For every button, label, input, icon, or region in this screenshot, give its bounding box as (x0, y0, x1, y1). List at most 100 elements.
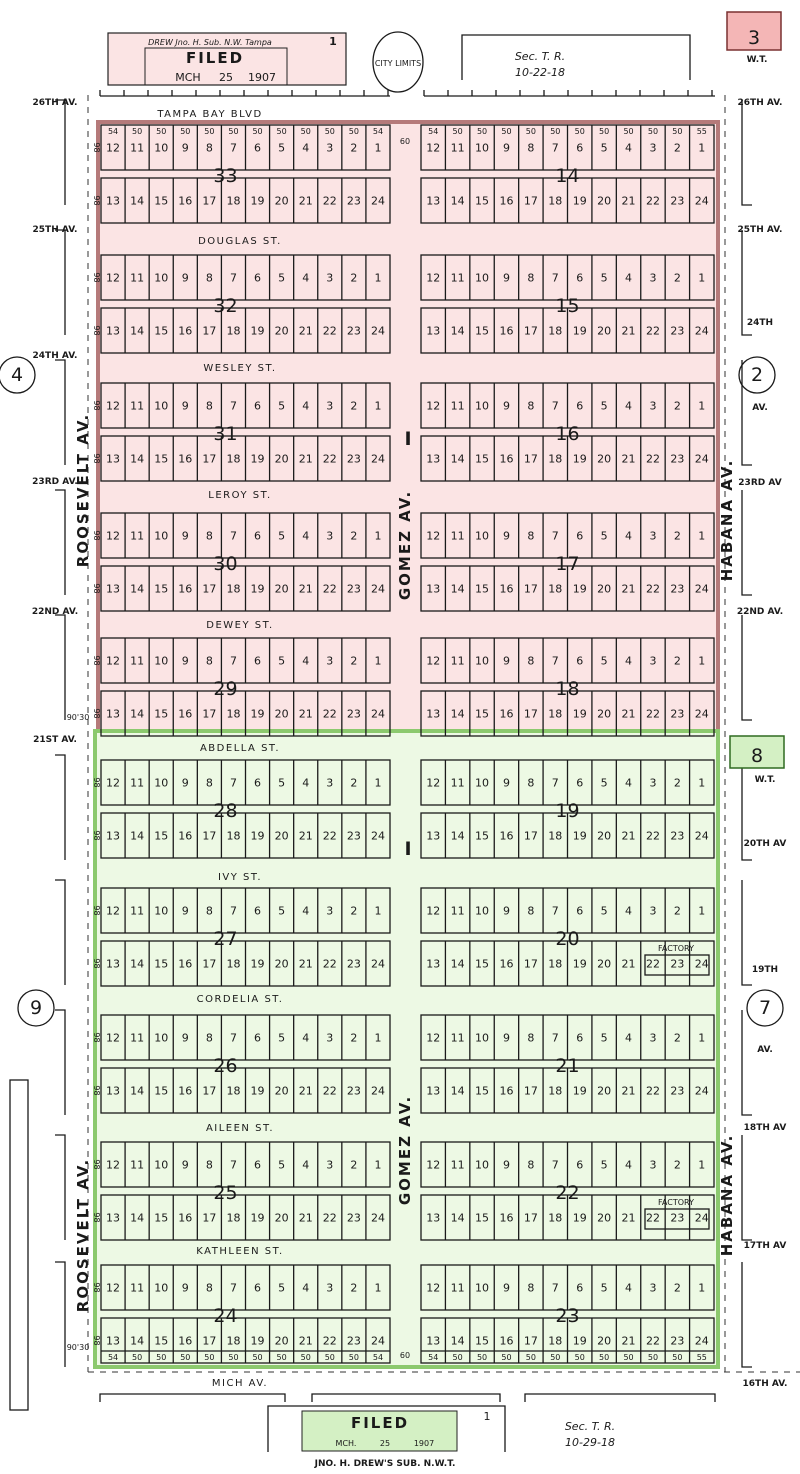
lot-number: 19 (251, 958, 265, 971)
factory-outline (644, 954, 710, 976)
side-lot-outline (741, 490, 752, 596)
frontage-width: 50 (252, 127, 262, 136)
side-lot-outline (55, 754, 66, 860)
lot-number: 1 (698, 530, 705, 543)
green-badge-number: 8 (751, 745, 763, 767)
lot-number: 18 (226, 1212, 240, 1225)
left-avenue-label: 23RD AV. (32, 477, 78, 487)
lot-number: 13 (106, 325, 120, 338)
lot-number: 2 (350, 272, 357, 285)
lot-number: 19 (251, 195, 265, 208)
side-lot-outline (55, 614, 66, 720)
lot-number: 20 (275, 195, 289, 208)
frontage-width: 54 (428, 1353, 438, 1362)
lot-number: 6 (576, 142, 583, 155)
frontage-width: 50 (180, 1353, 190, 1362)
lot-depth-label: 98 (92, 1212, 101, 1222)
lot-number: 3 (326, 655, 333, 668)
sheet-circle (746, 989, 784, 1027)
lot-number: 11 (451, 1282, 465, 1295)
lot-number: 6 (576, 1032, 583, 1045)
lot-number: 5 (601, 142, 608, 155)
right-avenue-label: 23RD AV (738, 478, 781, 488)
lot-number: 9 (503, 142, 510, 155)
lot-depth-label: 98 (92, 400, 101, 410)
block-number: 20 (555, 928, 579, 950)
side-parcel (9, 1079, 29, 1411)
street-name: LEROY ST. (208, 490, 271, 501)
lot-number: 20 (275, 958, 289, 971)
frontage-width: 54 (373, 127, 383, 136)
lot-number: 13 (106, 1335, 120, 1348)
lot-number: 13 (106, 583, 120, 596)
lot-depth-label: 98 (92, 830, 101, 840)
lot-number: 12 (426, 142, 440, 155)
lot-number: 1 (698, 905, 705, 918)
frontage-width: 50 (204, 1353, 214, 1362)
lot-number: 1 (374, 400, 381, 413)
lot-number: 19 (251, 325, 265, 338)
lot-number: 16 (499, 830, 513, 843)
lot-number: 8 (527, 905, 534, 918)
lot-number: 11 (130, 1159, 144, 1172)
lot-number: 9 (503, 272, 510, 285)
side-lot-outline (55, 1009, 66, 1115)
lot-number: 7 (552, 530, 559, 543)
lot-number: 15 (475, 195, 489, 208)
lot-number: 21 (622, 958, 636, 971)
lot-number: 7 (552, 400, 559, 413)
lot-number: 9 (182, 272, 189, 285)
block-number: 27 (213, 928, 237, 950)
lot-number: 6 (254, 400, 261, 413)
lot-number: 24 (695, 453, 709, 466)
lot-number: 2 (674, 655, 681, 668)
city-limits-text: CITY LIMITS (375, 59, 421, 68)
lot-number: 18 (226, 1335, 240, 1348)
lot-number: 16 (178, 453, 192, 466)
lot-number: 15 (475, 1212, 489, 1225)
lot-number: 14 (130, 1335, 144, 1348)
lot-number: 17 (524, 453, 538, 466)
lot-number: 22 (323, 583, 337, 596)
lot-number: 8 (206, 400, 213, 413)
footer-sheet-no: 1 (484, 1410, 491, 1423)
top-street-name: TAMPA BAY BLVD (156, 109, 262, 120)
lot-number: 24 (695, 958, 709, 971)
lot-number: 20 (275, 453, 289, 466)
lot-number: 21 (299, 708, 313, 721)
block-number: 15 (555, 295, 579, 317)
lot-number: 1 (698, 655, 705, 668)
lot-number: 23 (347, 830, 361, 843)
lot-number: 8 (527, 272, 534, 285)
lot-number: 10 (475, 530, 489, 543)
lot-number: 14 (451, 453, 465, 466)
lot-number: 11 (130, 400, 144, 413)
lot-number: 2 (350, 905, 357, 918)
right-avenue-label: AV. (752, 403, 768, 413)
lot-depth-label: 98 (92, 1159, 101, 1169)
lot-number: 22 (323, 1335, 337, 1348)
block-number: 22 (555, 1182, 579, 1204)
frontage-width: 55 (697, 1353, 707, 1362)
lot-number: 23 (347, 1335, 361, 1348)
lot-number: 3 (649, 1159, 656, 1172)
lot-number: 24 (371, 708, 385, 721)
frontage-width: 50 (180, 127, 190, 136)
lot-number: 1 (698, 1282, 705, 1295)
lot-number: 23 (670, 830, 684, 843)
lot-number: 10 (475, 400, 489, 413)
lot-number: 18 (548, 1335, 562, 1348)
lot-number: 3 (649, 905, 656, 918)
lot-number: 10 (475, 1032, 489, 1045)
lot-number: 2 (674, 1282, 681, 1295)
lot-number: 10 (475, 272, 489, 285)
lot-number: 11 (451, 777, 465, 790)
street-name: CORDELIA ST. (197, 994, 284, 1005)
lot-number: 19 (573, 325, 587, 338)
lot-depth-label: 98 (92, 1085, 101, 1095)
lot-number: 5 (601, 400, 608, 413)
lot-number: 8 (206, 1282, 213, 1295)
lot-number: 11 (130, 1032, 144, 1045)
lot-number: 23 (347, 958, 361, 971)
lot-number: 5 (278, 1282, 285, 1295)
